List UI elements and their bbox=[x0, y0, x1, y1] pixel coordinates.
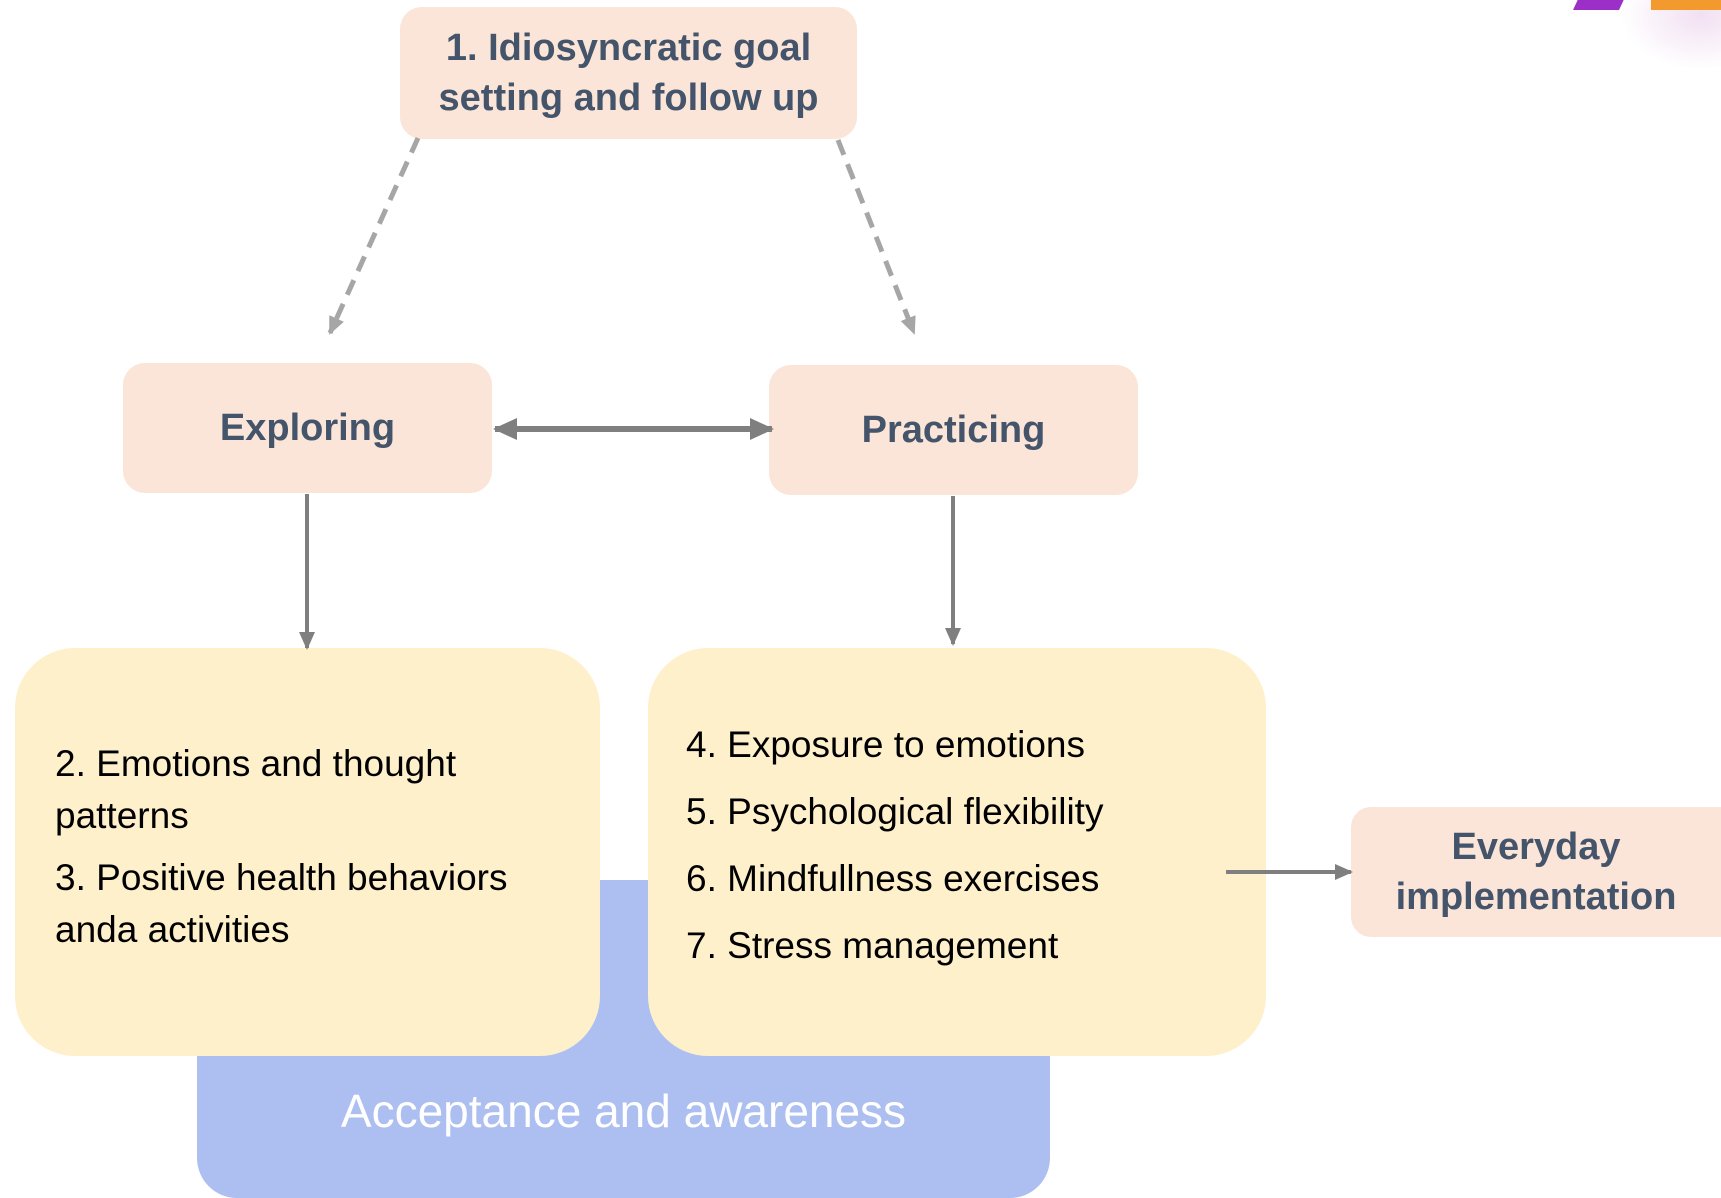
exploring-item-emotions: 2. Emotions and thought patterns bbox=[55, 738, 456, 842]
exploring-box: Exploring bbox=[123, 363, 492, 493]
practicing-item-mindfulness: 6. Mindfullness exercises bbox=[686, 858, 1100, 899]
exploring-label: Exploring bbox=[219, 407, 396, 449]
exploring-item-health-line2: anda activities bbox=[55, 909, 290, 950]
practicing-label: Practicing bbox=[861, 409, 1046, 451]
exploring-items-box: 2. Emotions and thought patterns 3. Posi… bbox=[15, 648, 600, 1056]
exploring-item-health: 3. Positive health behaviors anda activi… bbox=[55, 852, 508, 956]
everyday-line1: Everyday bbox=[1451, 826, 1621, 868]
goal-setting-line1: 1. Idiosyncratic goal bbox=[445, 27, 812, 69]
exploring-item-emotions-line2: patterns bbox=[55, 795, 189, 836]
goal-to-exploring-arrow bbox=[327, 136, 421, 335]
everyday-line2: implementation bbox=[1395, 876, 1677, 918]
practicing-items-box: 4. Exposure to emotions 5. Psychological… bbox=[648, 648, 1266, 1056]
practicing-item-exposure: 4. Exposure to emotions bbox=[686, 724, 1085, 765]
exploring-item-health-line1: 3. Positive health behaviors bbox=[55, 857, 508, 898]
exploring-item-emotions-line1: 2. Emotions and thought bbox=[55, 743, 457, 784]
goal-to-practicing-arrow bbox=[835, 139, 917, 335]
acceptance-awareness-label: Acceptance and awareness bbox=[340, 1085, 907, 1137]
goal-setting-line2: setting and follow up bbox=[438, 77, 819, 119]
everyday-implementation-box: Everyday implementation bbox=[1351, 807, 1721, 937]
practicing-box: Practicing bbox=[769, 365, 1138, 495]
corner-decoration-orange-shape bbox=[1651, 0, 1721, 10]
practicing-item-flexibility: 5. Psychological flexibility bbox=[686, 791, 1104, 832]
goal-setting-box: 1. Idiosyncratic goal setting and follow… bbox=[400, 7, 857, 139]
practicing-item-stress: 7. Stress management bbox=[686, 925, 1059, 966]
